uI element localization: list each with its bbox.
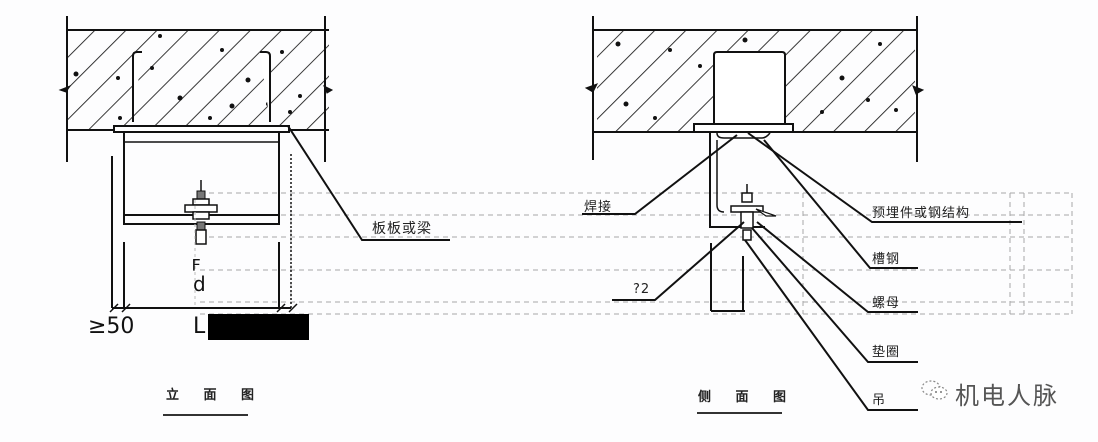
caption-underline xyxy=(697,412,782,414)
label-nut: 螺母 xyxy=(872,296,901,311)
watermark-text: 机电人脉 xyxy=(955,382,1059,410)
dimension-diameter-symbol: d xyxy=(193,272,206,296)
side-view xyxy=(582,16,1022,411)
caption-elevation-view: 立 面 图 xyxy=(166,388,265,403)
label-hanger-rod: 吊 xyxy=(872,393,887,408)
redaction-block xyxy=(208,314,309,340)
caption-underline xyxy=(163,414,248,416)
label-unknown-callout: ?2 xyxy=(633,282,651,297)
label-embedded-part-or-steel: 预埋件或钢结构 xyxy=(872,206,971,221)
elevation-view xyxy=(58,16,450,313)
caption-side-view: 侧 面 图 xyxy=(698,390,797,405)
dimension-min-clearance: ≥50 xyxy=(88,314,135,339)
label-weld: 焊接 xyxy=(584,200,613,215)
label-slab-or-beam: 板板或梁 xyxy=(372,221,432,237)
label-washer: 垫圈 xyxy=(872,345,901,360)
label-channel-steel: 槽钢 xyxy=(872,252,901,267)
dimension-length-symbol: L xyxy=(193,314,206,339)
rotated-glyph: Ⅎ xyxy=(192,255,202,274)
wechat-icon xyxy=(921,380,948,400)
